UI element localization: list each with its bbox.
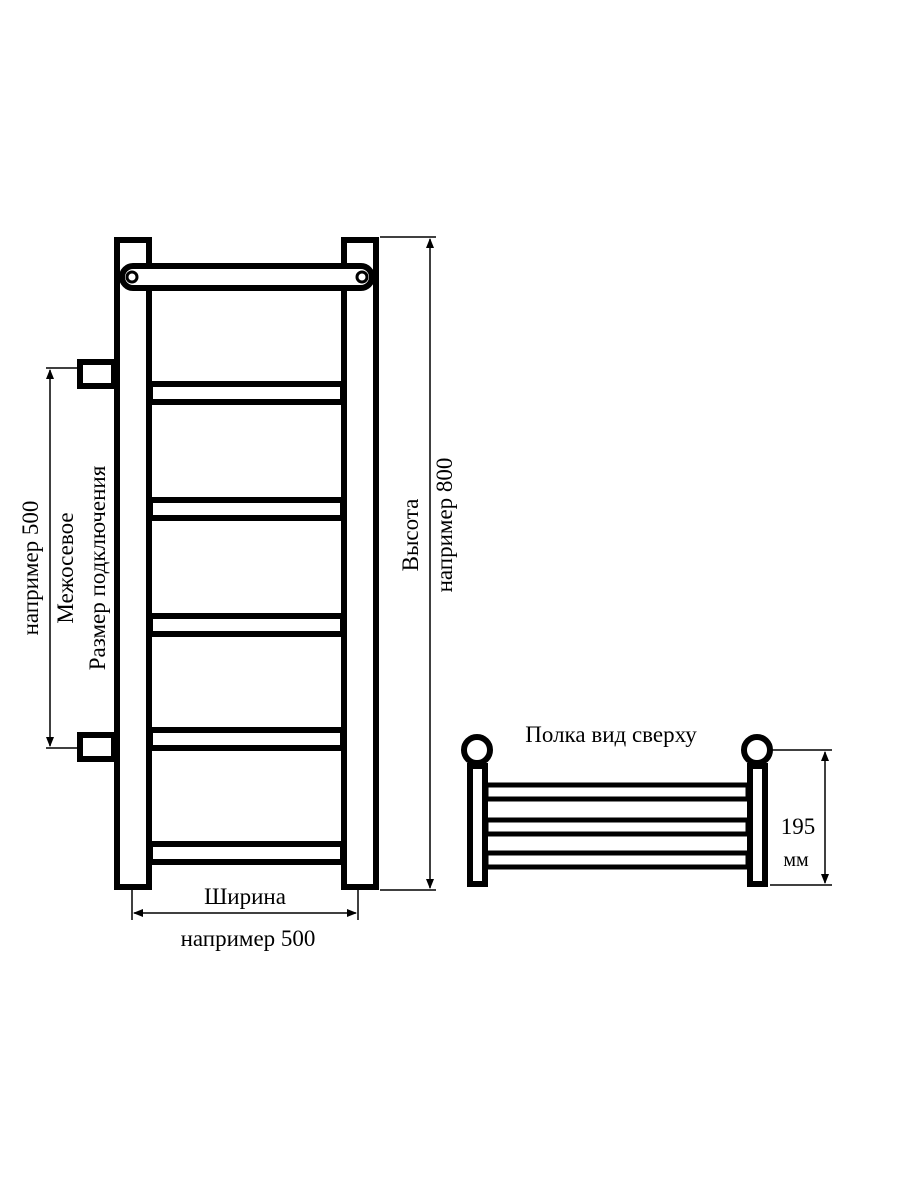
rail-5: [147, 841, 346, 865]
shelf-left-post: [467, 763, 488, 887]
front-view: [77, 237, 379, 890]
rail-2: [147, 497, 346, 521]
rail-1: [147, 381, 346, 405]
height-example-label: например 800: [432, 458, 457, 593]
shelf-depth-unit: мм: [783, 849, 809, 871]
shelf-right-mount: [741, 734, 773, 766]
width-title-label: Ширина: [204, 884, 286, 909]
top-bar-left-joint: [125, 270, 139, 284]
inlet-connector-bottom: [77, 732, 117, 762]
shelf-slat-1: [483, 782, 751, 802]
shelf-top-view: [461, 734, 773, 887]
center-distance-subtitle-label: Размер подключения: [85, 465, 110, 670]
inlet-connector-top: [77, 359, 117, 389]
right-post: [341, 237, 379, 890]
dimension-lines: [46, 236, 832, 920]
center-distance-example-label: например 500: [18, 501, 43, 636]
center-distance-title-label: Межосевое: [53, 512, 78, 623]
top-bar-right-joint: [355, 270, 369, 284]
shelf-slat-2: [483, 817, 751, 837]
width-example-label: например 500: [181, 926, 316, 951]
shelf-slat-3: [483, 850, 751, 870]
shelf-right-post: [747, 763, 768, 887]
shelf-left-mount: [461, 734, 493, 766]
top-bar: [119, 263, 375, 291]
shelf-title-label: Полка вид сверху: [525, 722, 697, 747]
rail-3: [147, 613, 346, 637]
rail-4: [147, 727, 346, 751]
left-post: [114, 237, 152, 890]
height-title-label: Высота: [398, 499, 423, 572]
shelf-depth-value: 195: [781, 814, 816, 839]
